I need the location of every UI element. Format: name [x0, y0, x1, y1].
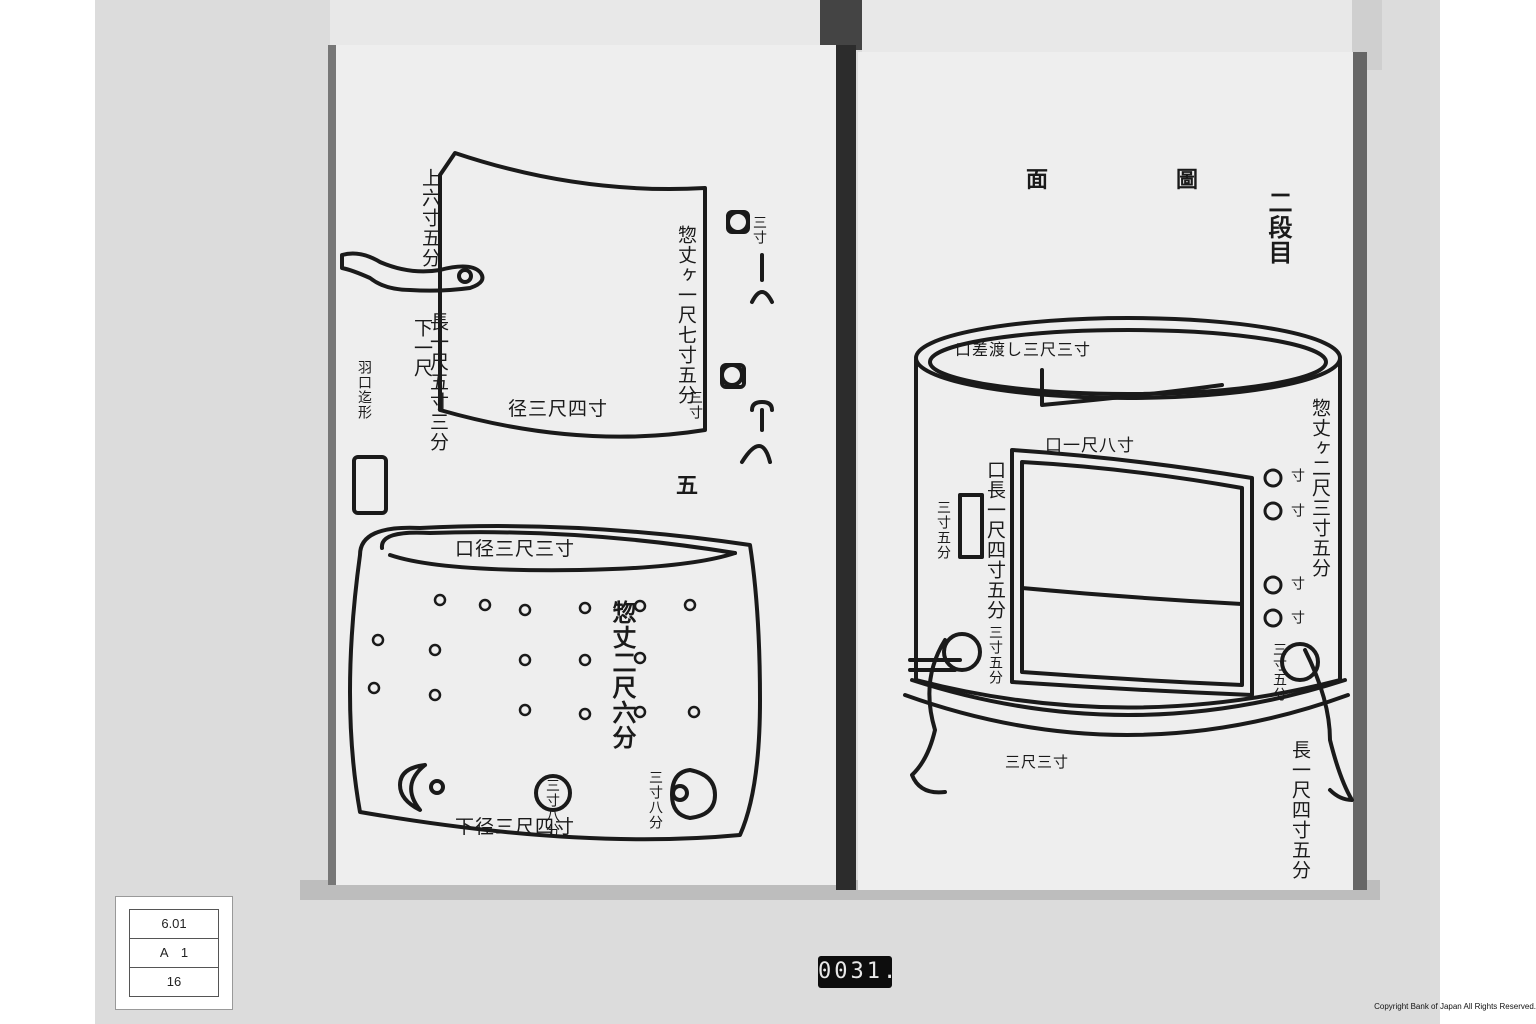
- handle-ring: [457, 268, 473, 284]
- chapter-number: 五: [676, 473, 699, 499]
- drum-bottom-note: 下径三尺四寸: [455, 816, 576, 838]
- drum-handle-size-a: 三寸八分: [544, 778, 560, 838]
- panel-upper-left-note: 上六寸五分: [419, 168, 441, 268]
- drum-center-ring: [534, 774, 572, 812]
- drum-rim-inner: [388, 551, 737, 573]
- book-gutter: [836, 45, 856, 890]
- panel-ring-bottom-body: [720, 363, 746, 389]
- call-number-row-2: A 1: [130, 939, 218, 968]
- ring-note-3: 寸: [1289, 576, 1305, 591]
- leg-ring-right-note: 三寸五分: [1271, 642, 1287, 702]
- ring-note-4: 寸: [1289, 610, 1305, 625]
- furnace-leg-strut-left: [908, 658, 962, 672]
- ring-note-2: 寸: [1289, 503, 1305, 518]
- furnace-window-inner: [1020, 460, 1244, 687]
- leg-length-note: 長一尺四寸五分: [1289, 740, 1311, 880]
- furnace-window: [1010, 448, 1254, 697]
- frame-number-label: 0031.: [818, 956, 896, 988]
- call-number-row-3: 16: [166, 974, 182, 989]
- right-page-top-edge: [862, 0, 1352, 52]
- pin-drawing-bottom: [740, 400, 774, 464]
- panel-ring-top: [726, 210, 750, 234]
- furnace-base-band-outer: [903, 693, 1350, 737]
- furnace-window-shelf: [1020, 586, 1244, 606]
- drum-handle-right: [670, 768, 717, 820]
- furnace-base-band: [910, 678, 1347, 717]
- small-cylinder-drawing: [352, 455, 388, 515]
- furnace-leg-right: [1303, 648, 1354, 802]
- furnace-height-note: 惣丈ヶ二尺三寸五分: [1309, 398, 1331, 578]
- ring-note-top: 三寸: [751, 215, 767, 245]
- drum-handle-left-ring: [429, 779, 445, 795]
- handle-drawing: [340, 251, 485, 293]
- curved-panel-drawing: [438, 151, 707, 439]
- drum-rim-drawing: [380, 530, 737, 555]
- copyright-notice: Copyright Bank of Japan All Rights Reser…: [1374, 1002, 1536, 1011]
- left-page-top-edge: [330, 0, 820, 45]
- furnace-leg-ring-left: [942, 632, 982, 672]
- furnace-side-rings: [1263, 468, 1283, 628]
- ring-note-1: 寸: [1289, 468, 1305, 483]
- furnace-body: [914, 358, 1342, 710]
- drum-body-drawing: [348, 524, 762, 842]
- panel-ring-bottom: [720, 363, 744, 387]
- book-gutter-top: [820, 0, 862, 50]
- section-title-b: 面: [1026, 167, 1049, 193]
- furnace-leg-ring-right: [1280, 642, 1320, 682]
- stage-label: 二段目: [1264, 190, 1293, 265]
- furnace-back-opening: [1040, 368, 1224, 407]
- panel-ring-top-body: [726, 210, 750, 234]
- call-number-table: 6.01 A 1 16: [129, 909, 219, 997]
- lower-note: 下一尺: [411, 318, 433, 378]
- side-note: 羽口迄形: [356, 360, 372, 420]
- furnace-bar-drawing: [958, 493, 984, 559]
- drum-handle-right-ring: [671, 784, 689, 802]
- base-note: 三尺三寸: [1005, 753, 1070, 771]
- call-number-row-1: 6.01: [130, 910, 218, 939]
- drum-holes: [367, 593, 701, 721]
- panel-height-note: 惣丈ヶ一尺七寸五分: [675, 225, 697, 405]
- leg-ring-left-note: 三寸五分: [987, 625, 1003, 685]
- drum-height-note: 惣丈二尺六分: [608, 600, 637, 750]
- bottom-width-note: 径三尺四寸: [508, 398, 609, 420]
- opening-note: 口一尺八寸: [1045, 436, 1135, 456]
- bar-note: 三寸五分: [935, 500, 951, 560]
- ring-note-bottom: 三寸: [687, 390, 703, 420]
- furnace-leg-left: [910, 638, 947, 795]
- drum-top-note: 口径三尺三寸: [455, 538, 576, 560]
- drum-handle-size-b: 三寸八分: [647, 770, 663, 830]
- section-title-a: 圖: [1176, 167, 1199, 193]
- handle-length-note: 長一尺五寸三分: [427, 312, 449, 452]
- pin-drawing-top: [750, 253, 774, 304]
- furnace-rim-inner: [928, 328, 1328, 396]
- opening-length-note: 口長一尺四寸五分: [984, 460, 1006, 620]
- drum-handle-left: [398, 763, 427, 812]
- rim-note: 口差渡し三尺三寸: [955, 340, 1092, 359]
- call-number-card: 6.01 A 1 16: [115, 896, 233, 1010]
